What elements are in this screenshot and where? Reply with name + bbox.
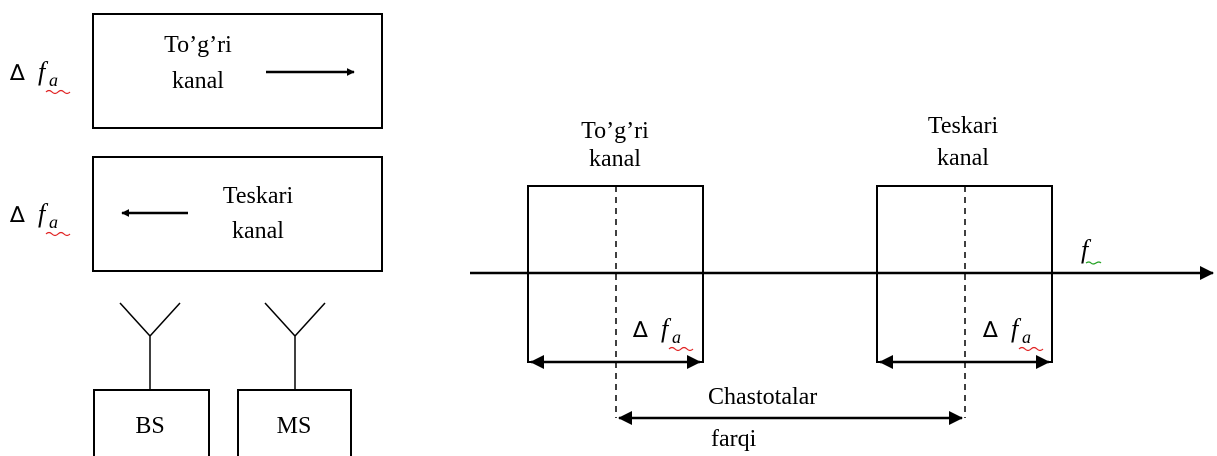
reverse-box-label-line2: kanal <box>232 218 284 244</box>
a-subscript: a <box>672 327 681 347</box>
base-station-box: BS <box>93 389 210 456</box>
reverse-bandwidth-symbol: ∆ f a <box>982 314 1044 352</box>
base-station-antenna-icon <box>119 302 181 390</box>
mobile-station-label: MS <box>277 413 312 439</box>
base-station-label: BS <box>135 413 164 439</box>
delta-symbol: ∆ <box>982 318 998 343</box>
f-symbol: f <box>661 314 672 343</box>
f-symbol: f <box>38 199 49 228</box>
forward-bandwidth-symbol: ∆ f a <box>632 314 694 352</box>
reverse-channel-label-line2: kanal <box>937 145 989 171</box>
f-symbol: f <box>1011 314 1022 343</box>
a-subscript: a <box>49 212 58 232</box>
forward-channel-label-line1: To’g’ri <box>581 118 649 144</box>
delta-symbol: ∆ <box>632 318 648 343</box>
spellcheck-squiggle <box>1085 261 1102 265</box>
forward-channel-band: To’g’ri kanal ∆ f a <box>527 118 704 418</box>
reverse-channel-label-line1: Teskari <box>928 113 999 139</box>
left-panel: To’g’ri kanal ∆ f a Teskari kanal ∆ f a <box>9 13 383 456</box>
forward-channel-label-line2: kanal <box>589 146 641 172</box>
mobile-station-box: MS <box>237 389 352 456</box>
reverse-channel-band: Teskari kanal ∆ f a <box>876 113 1053 418</box>
forward-box-label-line2: kanal <box>172 68 224 94</box>
forward-bandwidth-symbol: ∆ f a <box>9 57 71 95</box>
reverse-box-label-line1: Teskari <box>223 183 294 209</box>
spellcheck-squiggle <box>45 89 71 95</box>
svg-text:f: f <box>1081 235 1092 264</box>
reverse-bandwidth-symbol: ∆ f a <box>9 199 71 237</box>
mobile-station-antenna-icon <box>264 302 326 390</box>
f-symbol: f <box>38 57 49 86</box>
delta-symbol: ∆ <box>9 61 25 86</box>
spellcheck-squiggle <box>1018 346 1044 352</box>
forward-box-label-line1: To’g’ri <box>164 32 232 58</box>
reverse-channel-box: Teskari kanal <box>92 156 383 272</box>
frequency-axis-label: f <box>1081 235 1102 265</box>
a-subscript: a <box>1022 327 1031 347</box>
frequency-separation: Chastotalar farqi <box>618 384 963 452</box>
forward-channel-box: To’g’ri kanal <box>92 13 383 129</box>
frequency-separation-label-line2: farqi <box>711 426 757 452</box>
spellcheck-squiggle <box>668 346 694 352</box>
a-subscript: a <box>49 70 58 90</box>
frequency-separation-label-line1: Chastotalar <box>708 384 817 410</box>
spellcheck-squiggle <box>45 231 71 237</box>
delta-symbol: ∆ <box>9 203 25 228</box>
right-panel: f To’g’ri kanal ∆ f a Teskari kanal <box>470 113 1214 452</box>
